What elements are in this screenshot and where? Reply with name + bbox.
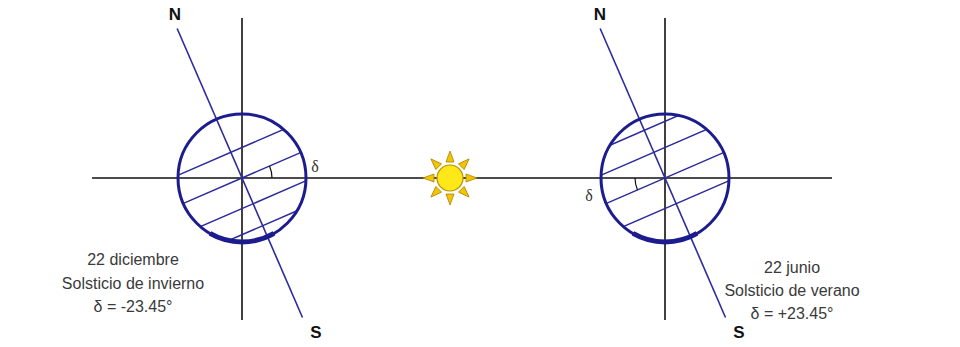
date-label: 22 diciembre	[87, 250, 179, 269]
pole-label: N	[167, 5, 183, 25]
date-label: 22 junio	[764, 258, 820, 277]
pole-label: N	[592, 5, 608, 25]
solstice-label: Solsticio de invierno	[62, 274, 204, 293]
declination-label: δ = +23.45°	[751, 304, 834, 323]
angle-label: δ	[311, 157, 319, 176]
pole-label: S	[308, 323, 323, 343]
vertical-line	[241, 18, 243, 320]
pole-label: S	[731, 323, 746, 343]
solstice-label: Solsticio de verano	[724, 281, 859, 300]
earth-winter	[102, 0, 378, 347]
declination-label: δ = -23.45°	[94, 297, 173, 316]
sun-symbol	[423, 151, 477, 205]
vertical-line	[664, 18, 666, 320]
angle-label: δ	[585, 186, 593, 205]
